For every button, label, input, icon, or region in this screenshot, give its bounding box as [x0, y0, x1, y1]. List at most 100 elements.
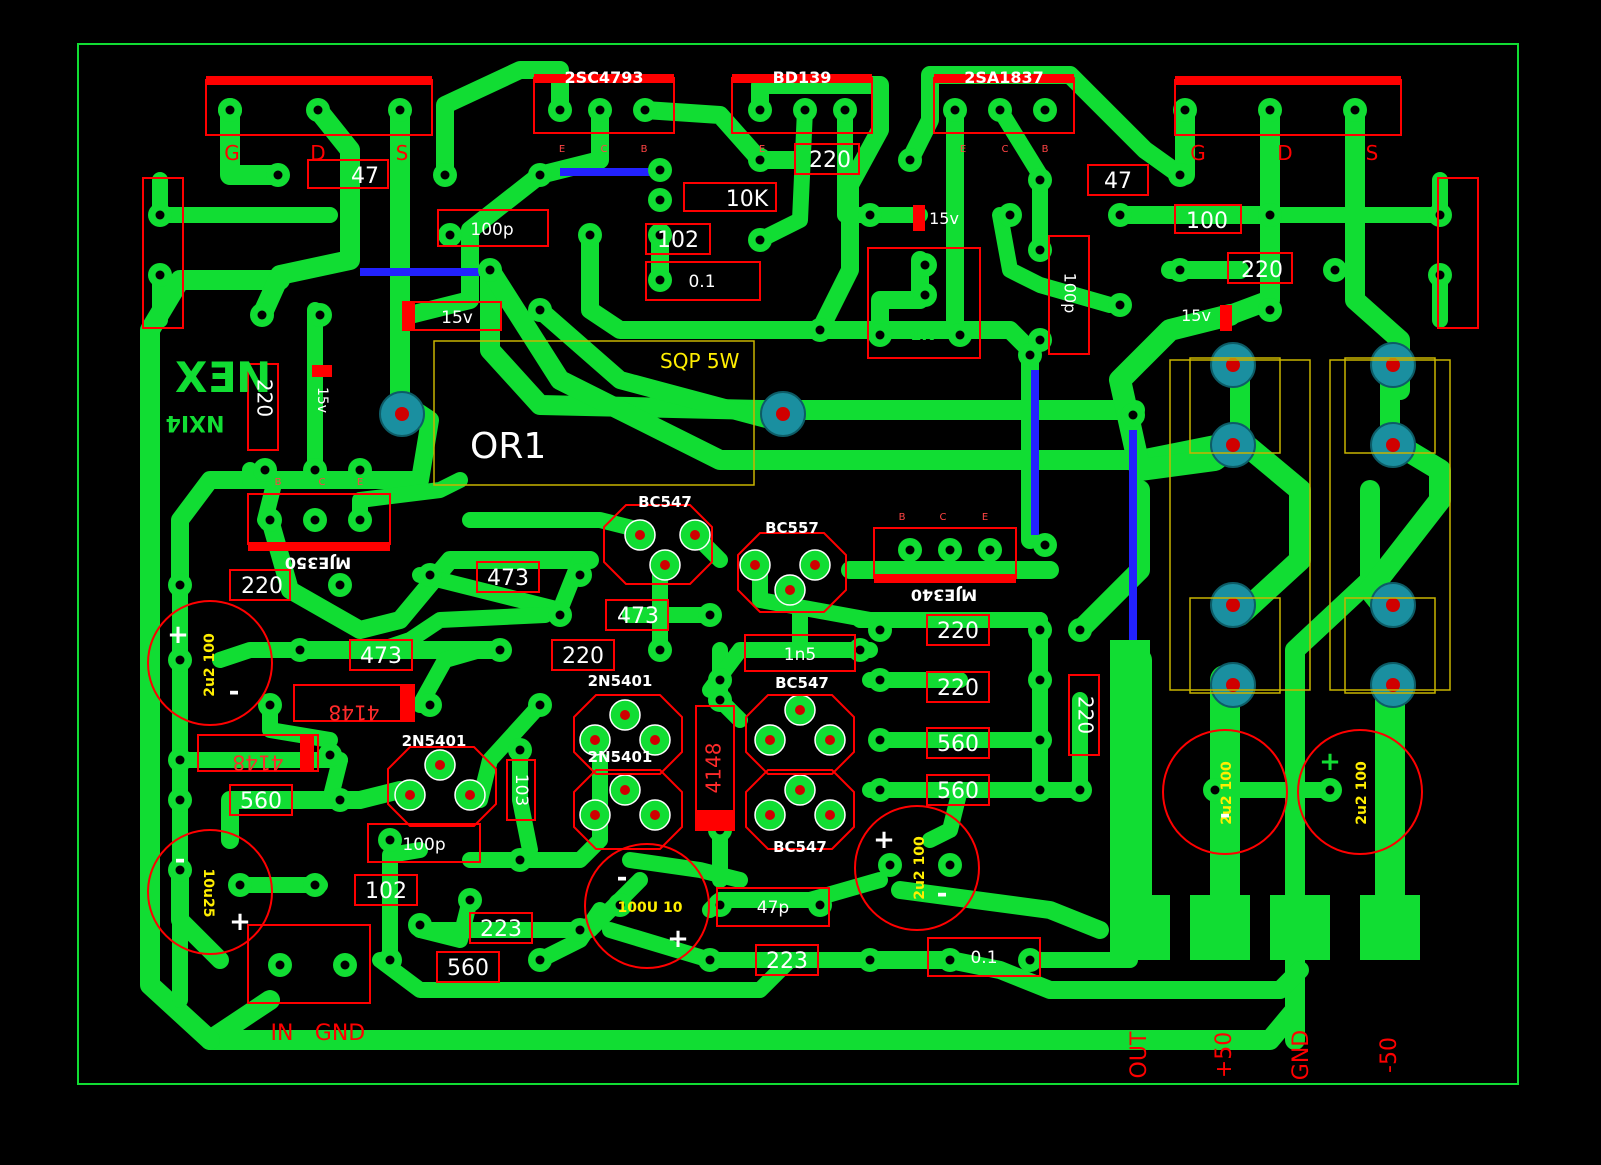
pad-hole	[310, 515, 320, 525]
pad-hole	[590, 735, 600, 745]
pad-hole	[1075, 625, 1085, 635]
pad-hole	[395, 105, 405, 115]
cap-minus-2: -	[175, 845, 186, 875]
c100p-top: 100p	[470, 220, 513, 240]
cap-minus-5: -	[1220, 800, 1231, 830]
r560-a: 560	[240, 789, 282, 814]
pad-hole	[620, 710, 630, 720]
pad-hole	[315, 310, 325, 320]
pad-hole	[920, 260, 930, 270]
pads	[148, 98, 1452, 977]
pad-hole	[810, 560, 820, 570]
cap-minus-1: -	[229, 677, 240, 707]
pad-hole	[405, 790, 415, 800]
label-out: OUT	[1127, 1031, 1152, 1078]
pad-hole	[945, 545, 955, 555]
mje340-pin-c: C	[940, 512, 947, 523]
r560-b: 560	[447, 956, 489, 981]
pin-b-a: B	[641, 144, 648, 155]
pad-hole	[175, 865, 185, 875]
bc547-top-label: BC547	[638, 493, 692, 511]
label-plus50: +50	[1212, 1032, 1237, 1078]
c100p-bot: 100p	[402, 835, 445, 855]
pad-hole	[875, 675, 885, 685]
n5401-c-label: 2N5401	[588, 748, 653, 766]
cap-minus-3: -	[617, 863, 628, 893]
pad-hole	[875, 330, 885, 340]
pin-s-left: S	[396, 141, 409, 165]
pad-hole	[1180, 105, 1190, 115]
yellow-outlines	[433, 340, 1451, 694]
mje350-label: MJE350	[285, 554, 351, 573]
pin-c-a: C	[601, 144, 608, 155]
r220-d: 220	[937, 676, 979, 701]
mje340-pin-e: E	[982, 512, 988, 523]
pad-hole	[655, 275, 665, 285]
cap-plus-3: +	[667, 924, 689, 954]
pad-hole	[425, 700, 435, 710]
r223-a: 223	[480, 917, 522, 942]
pad-hole	[310, 465, 320, 475]
pad-hole	[575, 925, 585, 935]
d4148-a: 4148	[329, 701, 380, 725]
pad-hole	[1265, 305, 1275, 315]
pin-c-c: C	[1002, 144, 1009, 155]
pad-hole	[815, 325, 825, 335]
pad-hole	[615, 900, 625, 910]
z15v-vert: 15v	[314, 387, 330, 413]
pad-hole	[340, 960, 350, 970]
d4148-b: 4148	[233, 751, 284, 775]
jumper-wires	[360, 168, 1137, 640]
pad-hole	[750, 560, 760, 570]
big-label: OR1	[470, 426, 546, 467]
bc547-mid-label: BC547	[775, 674, 829, 692]
mount-vias	[379, 342, 1416, 708]
pad-hole	[445, 230, 455, 240]
pad-hole	[335, 795, 345, 805]
label-gnd-in: GND	[315, 1021, 365, 1046]
pad-hole	[155, 210, 165, 220]
pad-hole	[765, 735, 775, 745]
c103: 103	[511, 774, 531, 806]
package-marks	[206, 74, 1401, 830]
pad-hole	[575, 570, 585, 580]
r220-a: 220	[241, 574, 283, 599]
pad-hole	[620, 785, 630, 795]
cap-plus-5: +	[1319, 747, 1341, 777]
pad-hole	[1435, 270, 1445, 280]
pad-hole	[655, 645, 665, 655]
pad-hole	[950, 105, 960, 115]
pad-hole	[385, 955, 395, 965]
pad-hole	[1175, 170, 1185, 180]
cap-100u: 100U 10	[618, 900, 683, 916]
bc547-bot-label: BC547	[773, 838, 827, 856]
pad-hole	[825, 735, 835, 745]
pad-hole	[1128, 410, 1138, 420]
c102-bot: 102	[365, 879, 407, 904]
pad-hole	[690, 530, 700, 540]
n5401-a-label: 2N5401	[588, 672, 653, 690]
pad-hole	[535, 170, 545, 180]
pad-hole	[1435, 210, 1445, 220]
pad-hole	[885, 860, 895, 870]
cap-2u2-mid: 2u2 100	[912, 836, 928, 900]
power-connector-pads	[1110, 640, 1420, 960]
pad-hole	[715, 695, 725, 705]
cap-plus-2: +	[229, 907, 251, 937]
resistor-note: SQP 5W	[660, 349, 740, 373]
pad-hole	[415, 920, 425, 930]
pad-hole	[260, 465, 270, 475]
r473-c: 473	[360, 644, 402, 669]
pad-hole	[855, 645, 865, 655]
pad-hole	[1175, 265, 1185, 275]
pad-hole	[175, 655, 185, 665]
pad-hole	[650, 810, 660, 820]
q-bd139-label: BD139	[773, 68, 832, 87]
pad-hole	[655, 195, 665, 205]
c102-top: 102	[657, 228, 699, 253]
cap-2u2-r2: 2u2 100	[1354, 761, 1370, 825]
pad-hole	[655, 230, 665, 240]
r223-b: 223	[766, 949, 808, 974]
cap-minus-4: -	[937, 879, 948, 909]
